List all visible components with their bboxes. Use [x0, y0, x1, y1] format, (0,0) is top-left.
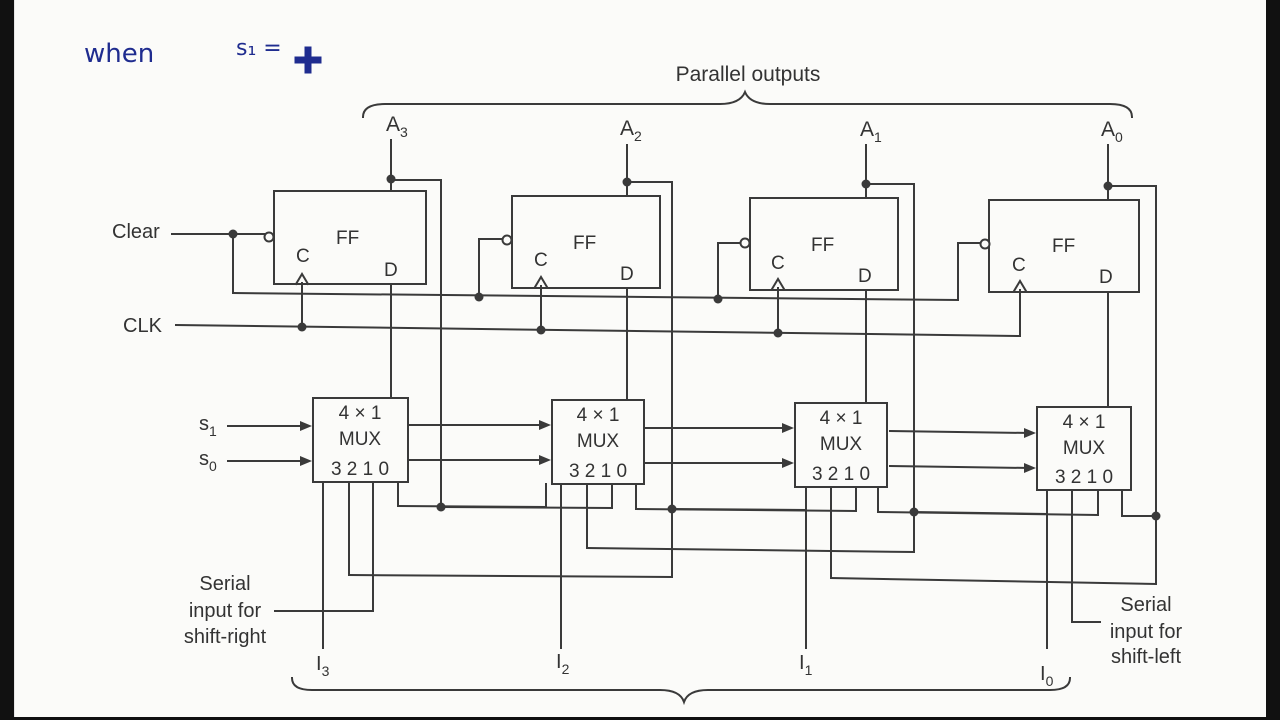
clk-label: CLK: [123, 315, 163, 337]
ff2-data-pin: D: [620, 264, 634, 285]
output-labels: A3 A2 A1 A0: [386, 113, 1123, 145]
input-label-i1: I1: [799, 652, 813, 678]
ff0-clock-pin: C: [1012, 255, 1026, 276]
mux1-pins: 3 2 1 0: [812, 464, 870, 485]
signal-labels: Clear CLK s1 s0: [112, 221, 217, 474]
window-edge-left: [0, 0, 14, 720]
s1-label: s1: [199, 413, 217, 439]
input-label-i0: I0: [1040, 663, 1054, 689]
mux2-title: MUX: [577, 431, 620, 452]
output-label-a1: A1: [860, 118, 882, 145]
parallel-inputs-brace: [290, 676, 1072, 706]
mux0-pins: 3 2 1 0: [1055, 467, 1113, 488]
window-edge-bottom: [0, 717, 1280, 720]
annotation-plus-mark: [294, 46, 322, 74]
mux1-size: 4 × 1: [820, 408, 863, 429]
ff2-label: FF: [573, 233, 596, 254]
mux-2: [551, 399, 645, 485]
mux1-title: MUX: [820, 434, 863, 455]
clear-wiring: [171, 233, 982, 302]
flip-flop-1: [739, 197, 899, 291]
serial-left-line3: shift-left: [1111, 646, 1181, 668]
flip-flop-2: [501, 195, 661, 289]
flip-flop-0: [979, 199, 1140, 293]
flip-flop-3: [263, 190, 427, 286]
clk-wiring: [174, 282, 1022, 338]
ff0-label: FF: [1052, 236, 1075, 257]
mux-1: [794, 402, 888, 488]
serial-left-label: Serial input for shift-left: [1110, 594, 1183, 668]
mux-labels: 4 × 1 MUX 3 2 1 0 4 × 1 MUX 3 2 1 0 4 × …: [331, 403, 1113, 488]
annotation-variable: s₁ =: [236, 36, 282, 61]
ff1-label: FF: [811, 235, 834, 256]
select-wiring: [227, 424, 1032, 470]
input-labels: I3 I2 I1 I0: [316, 651, 1054, 689]
serial-right-line2: input for: [189, 600, 262, 622]
input-label-i2: I2: [556, 651, 570, 677]
ff1-data-pin: D: [858, 266, 872, 287]
mux2-size: 4 × 1: [577, 405, 620, 426]
s0-label: s0: [199, 448, 217, 474]
ff3-label: FF: [336, 228, 359, 249]
junction-dots: [228, 174, 1161, 521]
clear-label: Clear: [112, 221, 160, 243]
serial-right-line1: Serial: [199, 573, 250, 595]
ff3-data-pin: D: [384, 260, 398, 281]
flip-flop-labels: FF C D FF C D FF C D FF C D: [296, 228, 1113, 288]
ff2-clock-pin: C: [534, 250, 548, 271]
mux3-title: MUX: [339, 429, 382, 450]
ff0-data-pin: D: [1099, 267, 1113, 288]
ff-output-wiring: [390, 139, 1157, 585]
mux3-size: 4 × 1: [339, 403, 382, 424]
handwritten-annotation: when s₁ =: [84, 36, 322, 74]
output-label-a0: A0: [1101, 118, 1123, 145]
window-edge-right: [1266, 0, 1280, 720]
serial-left-line1: Serial: [1120, 594, 1171, 616]
ff3-clock-pin: C: [296, 246, 310, 267]
serial-right-label: Serial input for shift-right: [184, 573, 267, 648]
mux-0: [1036, 406, 1132, 491]
input-label-i3: I3: [316, 653, 330, 679]
mux0-size: 4 × 1: [1063, 412, 1106, 433]
output-label-a3: A3: [386, 113, 408, 140]
scanned-page: [14, 0, 1268, 718]
ff1-clock-pin: C: [771, 253, 785, 274]
mux-3: [312, 397, 409, 483]
mux-input-wiring: [274, 481, 1158, 649]
mux3-pins: 3 2 1 0: [331, 459, 389, 480]
serial-left-line2: input for: [1110, 621, 1183, 643]
serial-right-line3: shift-right: [184, 626, 267, 648]
parallel-outputs-label: Parallel outputs: [676, 63, 821, 86]
parallel-outputs-brace: [361, 89, 1134, 119]
annotation-word: when: [84, 39, 154, 69]
mux2-pins: 3 2 1 0: [569, 461, 627, 482]
mux0-title: MUX: [1063, 438, 1106, 459]
signal-arrowheads: [300, 420, 1036, 473]
output-label-a2: A2: [620, 117, 642, 144]
